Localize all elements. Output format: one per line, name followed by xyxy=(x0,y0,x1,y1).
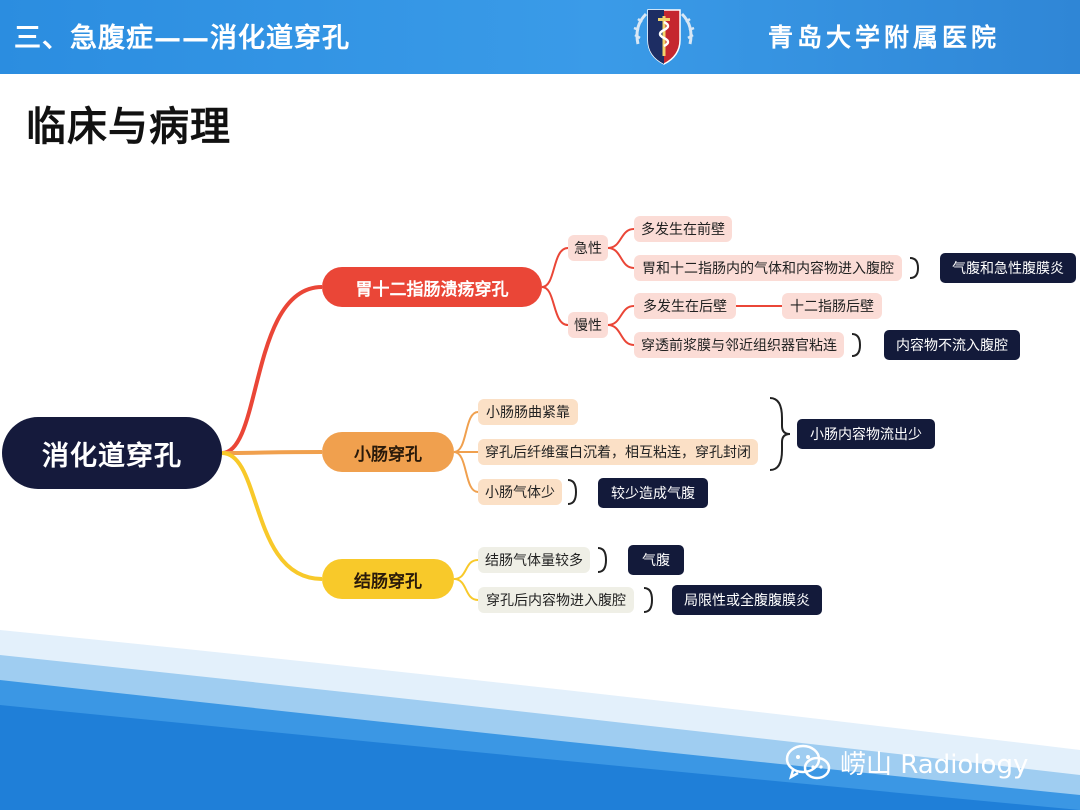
wechat-icon xyxy=(785,744,831,780)
item-colon-gas-more: 结肠气体量较多 xyxy=(478,547,590,573)
item-little-gas: 小肠气体少 xyxy=(478,479,562,505)
result-pneumoperitoneum-peritonitis: 气腹和急性腹膜炎 xyxy=(940,253,1076,283)
result-no-content-leak: 内容物不流入腹腔 xyxy=(884,330,1020,360)
group-chronic: 慢性 xyxy=(568,312,608,338)
branch-small-intestine-perforation: 小肠穿孔 xyxy=(322,432,454,472)
slide-header-title: 三、急腹症——消化道穿孔 xyxy=(14,23,350,54)
item-contents-enter-cavity: 穿孔后内容物进入腹腔 xyxy=(478,587,634,613)
item-fibrin-seal: 穿孔后纤维蛋白沉着，相互粘连，穿孔封闭 xyxy=(478,439,758,465)
group-acute: 急性 xyxy=(568,235,608,261)
item-bowel-loops-close: 小肠肠曲紧靠 xyxy=(478,399,578,425)
detail-duodenal-posterior-wall: 十二指肠后壁 xyxy=(782,293,882,319)
item-anterior-wall: 多发生在前壁 xyxy=(634,216,732,242)
branch-colon-perforation: 结肠穿孔 xyxy=(322,559,454,599)
item-posterior-wall: 多发生在后壁 xyxy=(634,293,736,319)
result-less-content-outflow: 小肠内容物流出少 xyxy=(797,419,935,449)
hospital-emblem-icon xyxy=(633,9,695,65)
result-pneumoperitoneum: 气腹 xyxy=(628,545,684,575)
hospital-name: 青岛大学附属医院 xyxy=(768,23,1001,52)
watermark-text: 崂山 Radiology xyxy=(840,749,1029,780)
branch-gastroduodenal-ulcer-perforation: 胃十二指肠溃疡穿孔 xyxy=(322,267,542,307)
header-bar: 三、急腹症——消化道穿孔 青岛大学附属医院 xyxy=(0,0,1080,74)
item-gas-contents-enter-cavity: 胃和十二指肠内的气体和内容物进入腹腔 xyxy=(634,255,902,281)
result-rare-pneumoperitoneum: 较少造成气腹 xyxy=(598,478,708,508)
mindmap-root: 消化道穿孔 xyxy=(2,417,222,489)
section-title: 临床与病理 xyxy=(26,104,231,150)
result-local-or-diffuse-peritonitis: 局限性或全腹腹膜炎 xyxy=(672,585,822,615)
watermark: 崂山 Radiology xyxy=(784,738,1064,786)
item-serosa-adhesion: 穿透前浆膜与邻近组织器官粘连 xyxy=(634,332,844,358)
